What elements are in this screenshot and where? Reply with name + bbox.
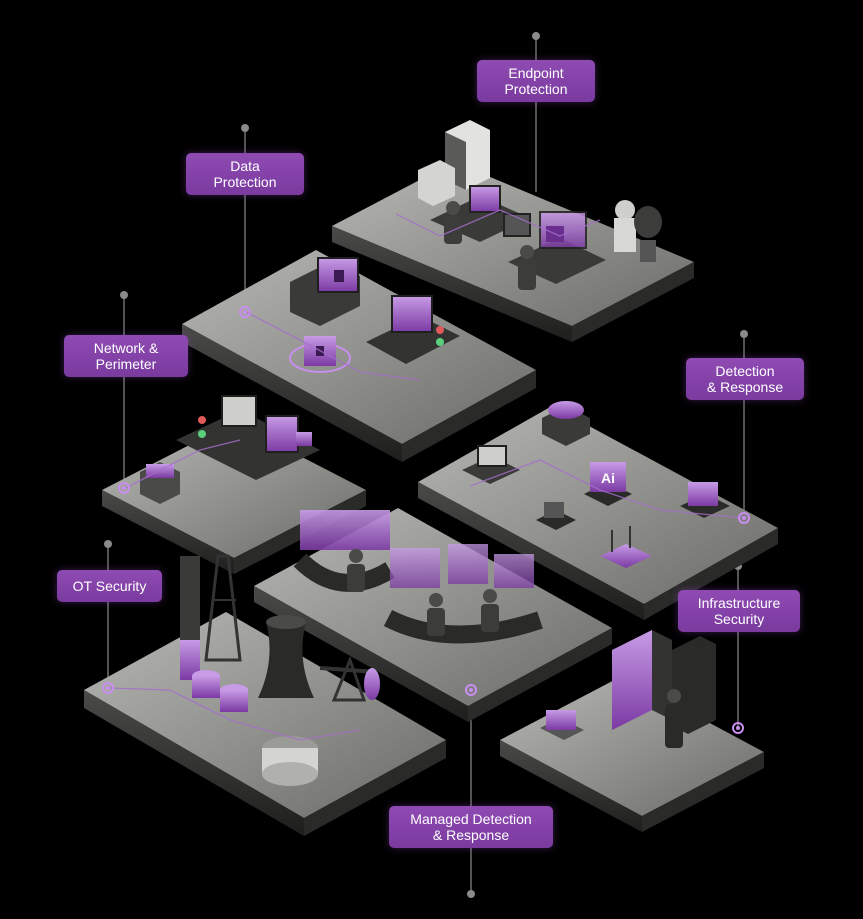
platform-managed-detection-response — [254, 508, 612, 722]
firewall-appliance-icon — [140, 462, 180, 504]
label-managed-detection-response-line2: & Response — [432, 827, 510, 843]
label-infrastructure-security: Infrastructure Security — [678, 590, 800, 632]
platform-endpoint-protection — [332, 120, 694, 342]
transmission-tower-icon — [204, 554, 242, 662]
label-ot-security: OT Security — [57, 570, 162, 602]
network-desk-icon — [176, 395, 320, 480]
person-icon — [347, 549, 365, 592]
database-icon — [542, 401, 590, 446]
label-data-protection-line2: Protection — [213, 174, 277, 190]
router-icon — [600, 526, 652, 568]
label-endpoint-protection-line2: Protection — [504, 81, 568, 97]
label-endpoint-protection-line1: Endpoint — [508, 65, 564, 81]
storage-tank-icon — [262, 736, 318, 786]
platform-detection-response: Ai — [418, 401, 778, 620]
label-infrastructure-security-line1: Infrastructure — [697, 595, 781, 611]
label-managed-detection-response-line1: Managed Detection — [410, 811, 532, 827]
label-data-protection-line1: Data — [230, 158, 260, 174]
platform-ot-security — [84, 554, 446, 836]
equipment-cart-icon — [540, 710, 584, 740]
person-icon — [444, 201, 462, 244]
platform-infrastructure-security — [500, 630, 764, 832]
person-icon — [481, 589, 499, 632]
server-rack-icon — [612, 630, 672, 730]
chimney-icon — [180, 556, 200, 680]
storage-tanks-icon — [192, 670, 248, 712]
ai-chip-label: Ai — [601, 470, 615, 486]
label-detection-response-line1: Detection — [715, 363, 775, 379]
laptop-icon — [462, 445, 520, 484]
label-detection-response: Detection & Response — [686, 358, 804, 400]
label-ot-security-line1: OT Security — [72, 578, 147, 594]
label-endpoint-protection: Endpoint Protection — [477, 60, 595, 102]
pumpjack-icon — [319, 655, 380, 702]
person-icon — [427, 593, 445, 636]
server-stack-icon — [680, 482, 730, 518]
label-network-perimeter: Network & Perimeter — [64, 335, 188, 377]
database-server-icon — [290, 257, 360, 326]
platform-data-protection — [182, 250, 536, 462]
label-detection-response-line2: & Response — [706, 379, 784, 395]
person-icon — [518, 245, 536, 290]
plant-icon — [634, 206, 662, 262]
label-infrastructure-security-line2: Security — [713, 611, 765, 627]
label-managed-detection-response: Managed Detection & Response — [389, 806, 553, 848]
printer-icon — [418, 120, 490, 206]
label-network-perimeter-line2: Perimeter — [95, 356, 157, 372]
workstation-desk-icon — [366, 295, 460, 364]
label-network-perimeter-line1: Network & — [93, 340, 159, 356]
label-data-protection: Data Protection — [186, 153, 304, 195]
chip-icon — [536, 502, 576, 530]
cooling-tower-icon — [258, 615, 314, 698]
person-icon — [665, 689, 683, 748]
connector-dots — [104, 32, 748, 898]
water-cooler-icon — [614, 200, 636, 252]
soc-room-icon — [293, 510, 543, 644]
